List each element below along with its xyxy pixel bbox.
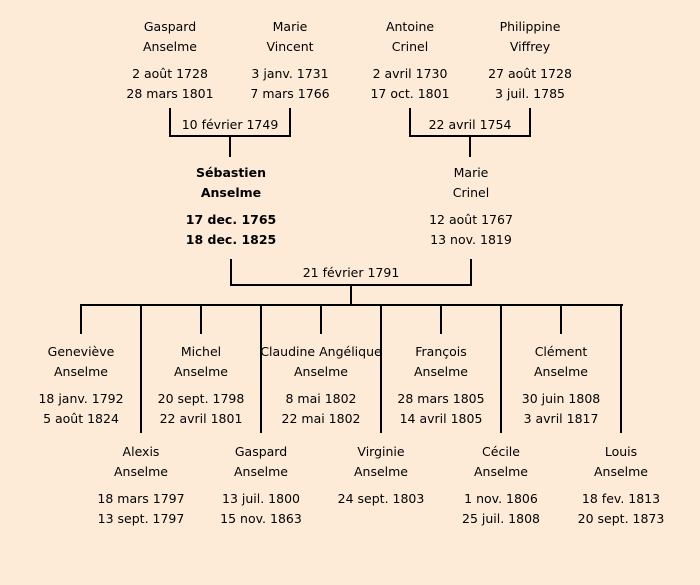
person-first-name: Michel (180, 343, 222, 359)
person-birth-date: 24 sept. 1803 (337, 490, 425, 506)
marriage-date-paternal: 10 février 1749 (181, 116, 279, 132)
connector-line (440, 305, 442, 334)
person-birth-date: 20 sept. 1798 (157, 390, 245, 406)
person-last-name: Anselme (200, 184, 262, 200)
person-first-name: Virginie (357, 443, 405, 459)
person-birth-date: 18 fev. 1813 (581, 490, 661, 506)
person-birth-date: 30 juin 1808 (521, 390, 601, 406)
person-death-date: 13 sept. 1797 (97, 510, 185, 526)
person-last-name: Viffrey (509, 38, 551, 54)
person-last-name: Anselme (353, 463, 409, 479)
person-last-name: Anselme (593, 463, 649, 479)
person-first-name: Clément (534, 343, 588, 359)
connector-line (409, 108, 411, 136)
person-first-name: Claudine Angélique (260, 343, 382, 359)
connector-line (169, 108, 171, 136)
person-birth-date: 13 juil. 1800 (222, 490, 300, 506)
connector-line (140, 305, 142, 433)
connector-line (500, 305, 502, 433)
connector-line (80, 304, 623, 306)
connector-line (469, 135, 471, 157)
person-death-date: 3 juil. 1785 (494, 85, 566, 101)
person-first-name: Cécile (482, 443, 520, 459)
person-first-name: Marie (272, 18, 308, 34)
connector-line (350, 284, 352, 305)
person-first-name: Gaspard (143, 18, 197, 34)
person-death-date: 22 avril 1801 (159, 410, 243, 426)
person-death-date: 17 oct. 1801 (370, 85, 450, 101)
person-last-name: Crinel (452, 184, 490, 200)
person-death-date: 13 nov. 1819 (430, 231, 512, 247)
person-last-name: Anselme (53, 363, 109, 379)
person-last-name: Anselme (142, 38, 198, 54)
person-first-name: Louis (604, 443, 638, 459)
person-birth-date: 2 avril 1730 (372, 65, 448, 81)
connector-line (529, 108, 531, 136)
person-death-date: 3 avril 1817 (523, 410, 599, 426)
person-birth-date: 3 janv. 1731 (251, 65, 329, 81)
connector-line (380, 305, 382, 433)
person-birth-date: 18 mars 1797 (97, 490, 185, 506)
person-birth-date: 18 janv. 1792 (38, 390, 124, 406)
person-birth-date: 1 nov. 1806 (464, 490, 538, 506)
person-first-name: Sébastien (196, 164, 266, 180)
connector-line (260, 305, 262, 433)
connector-line (620, 305, 622, 433)
person-first-name: Geneviève (47, 343, 115, 359)
person-birth-date: 27 août 1728 (488, 65, 572, 81)
marriage-date-parents: 21 février 1791 (302, 264, 400, 280)
person-first-name: Marie (453, 164, 489, 180)
connector-line (80, 305, 82, 334)
person-birth-date: 2 août 1728 (132, 65, 208, 81)
person-birth-date: 17 dec. 1765 (185, 211, 277, 227)
person-last-name: Anselme (533, 363, 589, 379)
person-last-name: Anselme (113, 463, 169, 479)
person-first-name: Gaspard (234, 443, 288, 459)
connector-line (320, 305, 322, 334)
connector-line (229, 135, 231, 157)
person-first-name: Alexis (122, 443, 160, 459)
connector-line (230, 259, 232, 286)
person-death-date: 15 nov. 1863 (220, 510, 302, 526)
person-last-name: Anselme (293, 363, 349, 379)
person-death-date: 5 août 1824 (43, 410, 119, 426)
connector-line (200, 305, 202, 334)
person-last-name: Anselme (233, 463, 289, 479)
person-last-name: Vincent (266, 38, 314, 54)
connector-line (470, 259, 472, 286)
person-last-name: Anselme (473, 463, 529, 479)
person-birth-date: 12 août 1767 (429, 211, 513, 227)
person-death-date: 25 juil. 1808 (462, 510, 540, 526)
connector-line (289, 108, 291, 136)
person-death-date: 28 mars 1801 (126, 85, 214, 101)
connector-line (560, 305, 562, 334)
person-last-name: Anselme (413, 363, 469, 379)
person-death-date: 22 mai 1802 (281, 410, 361, 426)
person-last-name: Anselme (173, 363, 229, 379)
person-first-name: Philippine (499, 18, 561, 34)
marriage-date-maternal: 22 avril 1754 (428, 116, 512, 132)
person-last-name: Crinel (391, 38, 429, 54)
person-death-date: 18 dec. 1825 (185, 231, 277, 247)
person-death-date: 14 avril 1805 (399, 410, 483, 426)
person-birth-date: 28 mars 1805 (397, 390, 485, 406)
person-first-name: François (415, 343, 467, 359)
person-death-date: 20 sept. 1873 (577, 510, 665, 526)
person-death-date: 7 mars 1766 (250, 85, 330, 101)
person-birth-date: 8 mai 1802 (285, 390, 357, 406)
person-first-name: Antoine (385, 18, 435, 34)
